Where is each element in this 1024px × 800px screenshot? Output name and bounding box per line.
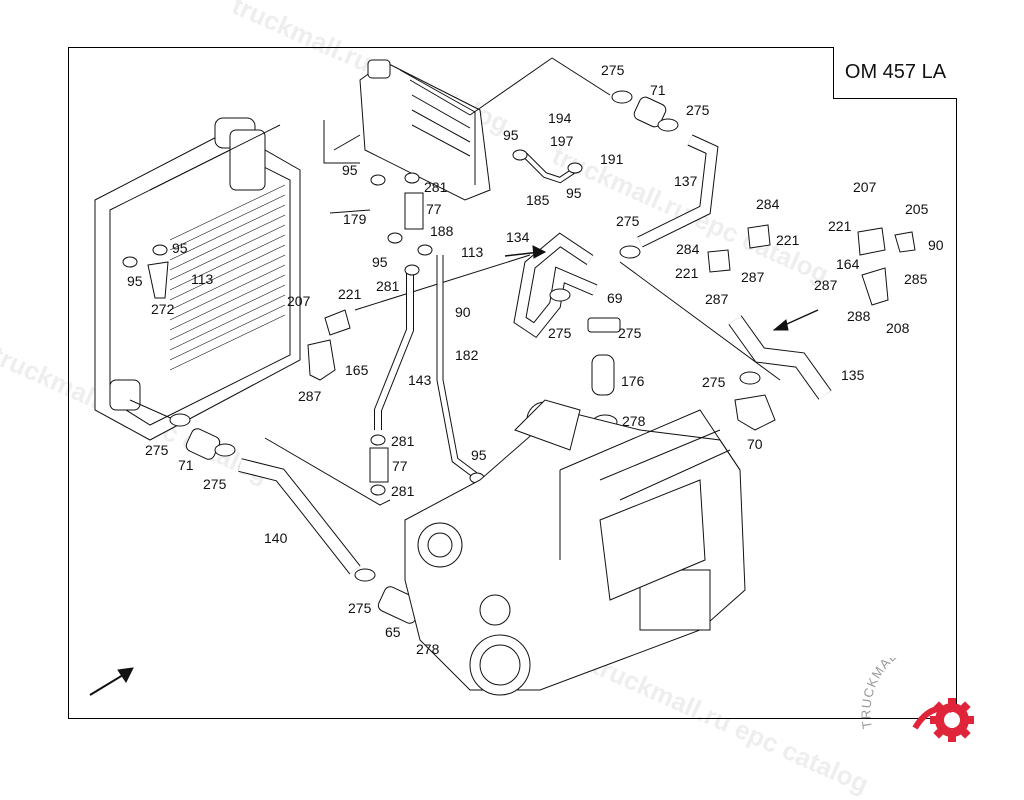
expansion-tank [359,59,491,201]
part-label: 137 [674,173,698,189]
part-label: 95 [566,185,582,201]
part-label: 182 [455,347,479,363]
part-label: 71 [178,457,194,473]
part-label: 188 [430,223,454,239]
part-label: 278 [416,641,440,657]
part-label: 287 [814,277,838,293]
part-label: 165 [345,362,369,378]
part-label: 95 [372,254,388,270]
part-label: 287 [298,388,322,404]
part-label: 221 [338,286,362,302]
part-label: 275 [145,442,169,458]
part-label: 281 [391,483,415,499]
part-label: 281 [424,179,448,195]
part-label: 221 [776,232,800,248]
part-label: 275 [616,213,640,229]
part-label: 70 [747,436,763,452]
part-label: 221 [828,218,852,234]
part-label: 275 [601,62,625,78]
part-label: 113 [461,244,484,260]
part-label: 278 [622,413,646,429]
part-label: 281 [376,278,400,294]
part-label: 272 [151,301,175,317]
part-label: 95 [471,447,487,463]
part-label: 95 [503,127,519,143]
part-label: 176 [621,373,645,389]
part-label: 185 [526,192,550,208]
part-label: 164 [836,256,860,272]
part-label: 287 [741,269,765,285]
gear-icon [912,698,974,742]
part-label: 207 [853,179,877,195]
part-label: 113 [191,271,214,287]
part-label: 191 [600,151,624,167]
part-label: 275 [203,476,227,492]
part-label: 95 [127,273,143,289]
part-label: 275 [686,102,710,118]
part-label: 95 [342,162,358,178]
truckmallparts-logo[interactable]: TRUCKMALLPARTS [860,658,1020,748]
drawing-frame [68,47,957,719]
part-label: 275 [348,600,372,616]
part-label: 275 [548,325,572,341]
part-label: 285 [904,271,928,287]
part-label: 205 [905,201,929,217]
part-label: 275 [618,325,642,341]
part-label: 275 [702,374,726,390]
engine [404,399,746,696]
diagram-drawing [89,57,916,696]
part-label: 77 [392,458,408,474]
part-label: 221 [675,265,699,281]
part-label: 69 [607,290,623,306]
part-label: 284 [676,241,700,257]
part-label: 197 [550,133,574,149]
part-label: 288 [847,308,871,324]
part-label: 287 [705,291,729,307]
part-label: 65 [385,624,401,640]
part-label: 135 [841,367,865,383]
part-label: 77 [426,201,442,217]
model-title: OM 457 LA [833,47,957,99]
part-label: 194 [548,110,572,126]
part-label: 90 [928,237,944,253]
part-label: 140 [264,530,288,546]
part-label: 143 [408,372,432,388]
part-label: 95 [172,240,188,256]
part-label: 208 [886,320,910,336]
part-label: 134 [506,229,530,245]
part-label: 284 [756,196,780,212]
part-label: 281 [391,433,415,449]
radiator [94,117,301,441]
part-label: 179 [343,211,367,227]
part-label: 90 [455,304,471,320]
part-label: 207 [287,293,311,309]
part-label: 71 [650,82,666,98]
